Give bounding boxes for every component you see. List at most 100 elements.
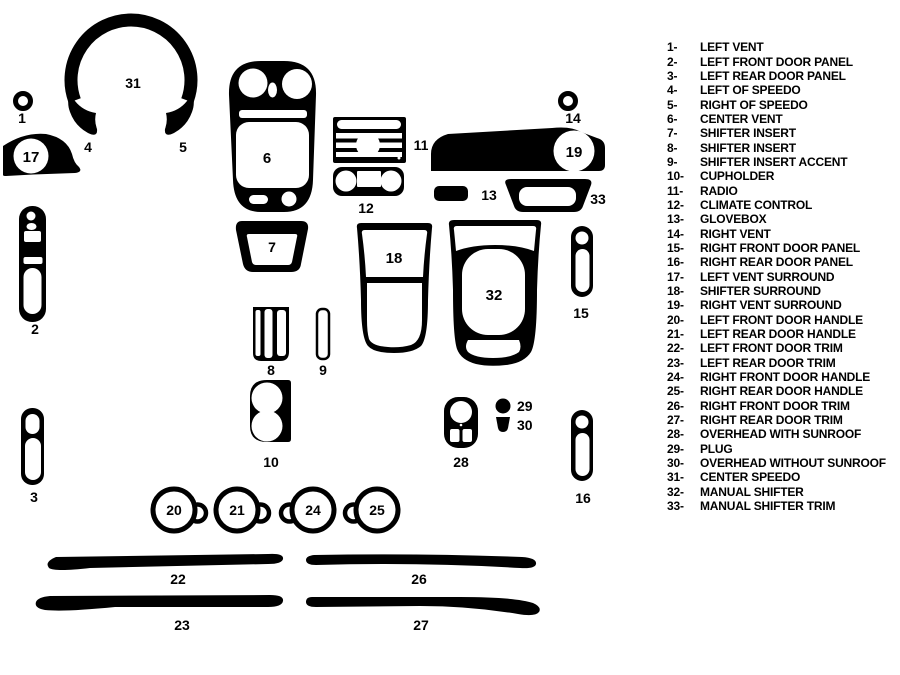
legend-item-label: LEFT REAR DOOR PANEL xyxy=(700,68,846,83)
legend-item-label: MANUAL SHIFTER TRIM xyxy=(700,499,836,514)
legend-item-label: LEFT REAR DOOR TRIM xyxy=(700,355,836,370)
part-26-right-front-door-trim: 26 xyxy=(306,554,537,587)
part-27-right-rear-door-trim: 27 xyxy=(306,597,540,633)
legend-item-number: 20- xyxy=(667,312,684,327)
part-label-13: 13 xyxy=(481,187,497,203)
legend-item-number: 31- xyxy=(667,470,684,485)
part-label-18: 18 xyxy=(386,250,403,267)
legend-item-number: 30- xyxy=(667,456,684,471)
legend-item-label: CUPHOLDER xyxy=(700,169,775,184)
part-label-19: 19 xyxy=(566,144,583,161)
part-21-left-rear-door-handle: 21 xyxy=(213,486,272,534)
legend-item: 25-RIGHT REAR DOOR HANDLE xyxy=(667,384,900,398)
legend-item-label: RIGHT REAR DOOR PANEL xyxy=(700,255,853,270)
part-30-overhead-without-sunroof: 30 xyxy=(496,417,533,433)
part-label-2: 2 xyxy=(31,321,39,337)
legend-item-label: SHIFTER INSERT xyxy=(700,140,796,155)
legend-item: 11- RADIO xyxy=(667,183,900,198)
legend-item-label: RADIO xyxy=(700,183,738,198)
legend-item: 22- LEFT FRONT DOOR TRIM xyxy=(667,341,900,355)
legend-item-number: 24- xyxy=(667,370,684,385)
legend-item-number: 15- xyxy=(667,240,684,255)
legend-item-label: LEFT OF SPEEDO xyxy=(700,83,801,98)
legend-item-number: 3- xyxy=(667,68,678,83)
part-16-right-rear-door-panel: 16 xyxy=(571,410,593,506)
part-label-17: 17 xyxy=(23,149,40,166)
part-8-shifter-insert: 8 xyxy=(253,307,289,378)
part-label-20: 20 xyxy=(166,502,182,518)
legend-item-number: 25- xyxy=(667,384,684,399)
part-label-11: 11 xyxy=(414,137,429,153)
legend-item-number: 23- xyxy=(667,355,684,370)
part-5-right-of-speedo: 5 xyxy=(164,96,194,155)
legend-item: 9-SHIFTER INSERT ACCENT xyxy=(667,155,900,169)
legend-item-label: PLUG xyxy=(700,441,733,456)
part-15-right-front-door-panel: 15 xyxy=(571,226,593,321)
legend-item: 29-PLUG xyxy=(667,442,900,456)
part-4-left-of-speedo: 4 xyxy=(68,96,98,155)
legend-item: 20- LEFT FRONT DOOR HANDLE xyxy=(667,313,900,327)
part-label-8: 8 xyxy=(267,362,275,378)
part-label-25: 25 xyxy=(369,502,385,518)
parts-diagram: 1 31 4 5 17 6 7 xyxy=(3,13,606,633)
legend-item: 23- LEFT REAR DOOR TRIM xyxy=(667,356,900,370)
legend-item-number: 22- xyxy=(667,341,684,356)
legend-item-label: CENTER SPEEDO xyxy=(700,470,801,485)
part-22-left-front-door-trim: 22 xyxy=(47,553,284,587)
part-label-1: 1 xyxy=(18,110,26,126)
legend-item-label: LEFT FRONT DOOR HANDLE xyxy=(700,312,863,327)
legend-item: 1-LEFT VENT xyxy=(667,40,900,54)
legend-item: 12-CLIMATE CONTROL xyxy=(667,198,900,212)
legend-item: 3- LEFT REAR DOOR PANEL xyxy=(667,69,900,83)
part-label-16: 16 xyxy=(575,490,591,506)
legend-item: 33-MANUAL SHIFTER TRIM xyxy=(667,499,900,513)
part-2-left-front-door-panel: 2 xyxy=(19,206,46,337)
legend-item-label: RIGHT OF SPEEDO xyxy=(700,97,808,112)
part-1-left-vent: 1 xyxy=(13,91,33,126)
part-label-4: 4 xyxy=(84,139,92,155)
part-14-right-vent: 14 xyxy=(558,91,581,126)
part-23-left-rear-door-trim: 23 xyxy=(35,595,284,633)
part-label-26: 26 xyxy=(411,571,427,587)
legend-item: 10- CUPHOLDER xyxy=(667,169,900,183)
part-12-climate-control: 12 xyxy=(333,167,404,216)
part-33-manual-shifter-trim: 33 xyxy=(505,179,606,212)
part-6-center-vent: 6 xyxy=(228,61,317,212)
legend-item-label: RIGHT FRONT DOOR TRIM xyxy=(700,398,850,413)
legend-item: 13- GLOVEBOX xyxy=(667,212,900,226)
legend-item-number: 32- xyxy=(667,484,684,499)
legend-item-label: RIGHT VENT SURROUND xyxy=(700,298,842,313)
legend-item: 21-LEFT REAR DOOR HANDLE xyxy=(667,327,900,341)
part-13-glovebox: 13 xyxy=(434,186,497,203)
legend-item-number: 11- xyxy=(667,183,684,198)
legend-item-label: GLOVEBOX xyxy=(700,212,767,227)
legend-item-label: SHIFTER INSERT xyxy=(700,126,796,141)
part-label-10: 10 xyxy=(263,454,279,470)
legend-item-number: 16- xyxy=(667,255,684,270)
part-19-right-vent-surround: 19 xyxy=(431,127,605,172)
part-label-29: 29 xyxy=(517,398,533,414)
legend-item-label: CLIMATE CONTROL xyxy=(700,197,813,212)
legend-item-label: MANUAL SHIFTER xyxy=(700,484,804,499)
part-label-28: 28 xyxy=(453,454,469,470)
part-11-radio: 11 xyxy=(333,117,429,163)
legend-item-number: 27- xyxy=(667,413,684,428)
part-label-22: 22 xyxy=(170,571,186,587)
legend-item: 30-OVERHEAD WITHOUT SUNROOF xyxy=(667,456,900,470)
legend-item: 5-RIGHT OF SPEEDO xyxy=(667,97,900,112)
part-label-5: 5 xyxy=(179,139,187,155)
part-9-shifter-insert-accent: 9 xyxy=(315,307,331,378)
part-label-7: 7 xyxy=(268,239,276,255)
legend-item-label: SHIFTER SURROUND xyxy=(700,284,821,299)
legend-item: 26-RIGHT FRONT DOOR TRIM xyxy=(667,399,900,413)
legend-item: 31- CENTER SPEEDO xyxy=(667,470,900,484)
legend-item-number: 10- xyxy=(667,169,684,184)
legend-item-label: LEFT FRONT DOOR TRIM xyxy=(700,341,843,356)
legend-item-number: 13- xyxy=(667,212,684,227)
part-label-30: 30 xyxy=(517,417,533,433)
part-25-right-rear-door-handle: 25 xyxy=(342,486,401,534)
legend-item-label: OVERHEAD WITH SUNROOF xyxy=(700,427,862,442)
legend-item-label: RIGHT FRONT DOOR PANEL xyxy=(700,240,861,255)
part-29-plug: 29 xyxy=(495,398,533,414)
